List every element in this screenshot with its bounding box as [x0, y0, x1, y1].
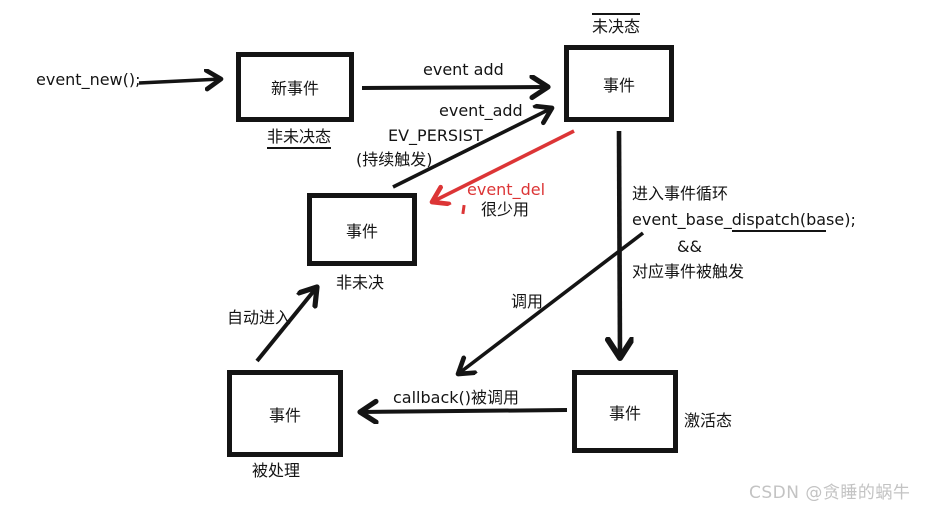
state-nonpending-short: 非未决 — [336, 273, 385, 292]
label-dispatch-pre: event_base_ — [632, 210, 732, 229]
node-active: 事件 — [572, 370, 678, 453]
watermark: CSDN @贪睡的蜗牛 — [749, 483, 911, 503]
node-new-event: 新事件 — [236, 52, 354, 122]
label-auto-enter: 自动进入 — [227, 308, 292, 327]
node-pending-label: 事件 — [602, 75, 635, 95]
state-active: 激活态 — [684, 411, 733, 430]
node-active-label: 事件 — [608, 403, 641, 423]
label-rarely-used: 很少用 — [481, 200, 530, 219]
node-processed: 事件 — [227, 370, 343, 457]
arrow-auto-enter — [255, 287, 317, 363]
label-and-operator: && — [677, 237, 702, 256]
label-ev-persist: EV_PERSIST — [388, 126, 483, 145]
node-processed-label: 事件 — [268, 405, 301, 425]
label-persist-note: (持续触发) — [356, 150, 433, 169]
label-enter-loop: 进入事件循环 — [632, 184, 729, 203]
node-pending: 事件 — [564, 45, 674, 122]
label-event-del: event_del — [467, 180, 546, 199]
arrow-event-del — [432, 129, 575, 202]
label-event-add-persist: event_add — [439, 101, 523, 120]
label-callback-called: callback()被调用 — [393, 388, 520, 407]
arrow-call — [458, 231, 645, 374]
arrow-event-add-persist — [392, 108, 552, 189]
state-nonpending-full: 非未决态 — [267, 127, 332, 149]
label-event-triggered: 对应事件被触发 — [632, 262, 745, 281]
label-event-new: event_new(); — [36, 70, 141, 89]
node-nonpending-label: 事件 — [345, 221, 378, 241]
state-processed: 被处理 — [252, 461, 301, 480]
label-dispatch-post: se); — [826, 210, 856, 229]
label-dispatch: event_base_dispatch(base); — [632, 210, 856, 232]
state-pending: 未决态 — [592, 13, 641, 36]
node-nonpending: 事件 — [307, 193, 417, 266]
label-call: 调用 — [511, 292, 544, 311]
node-new-event-label: 新事件 — [270, 79, 319, 98]
label-event-add: event add — [423, 60, 504, 79]
arrow-callback — [360, 410, 568, 412]
arrow-event-add — [361, 87, 548, 88]
arrow-dispatch-down — [619, 130, 620, 358]
arrow-event-new — [138, 79, 221, 83]
label-dispatch-underlined: dispatch(ba — [731, 210, 827, 232]
